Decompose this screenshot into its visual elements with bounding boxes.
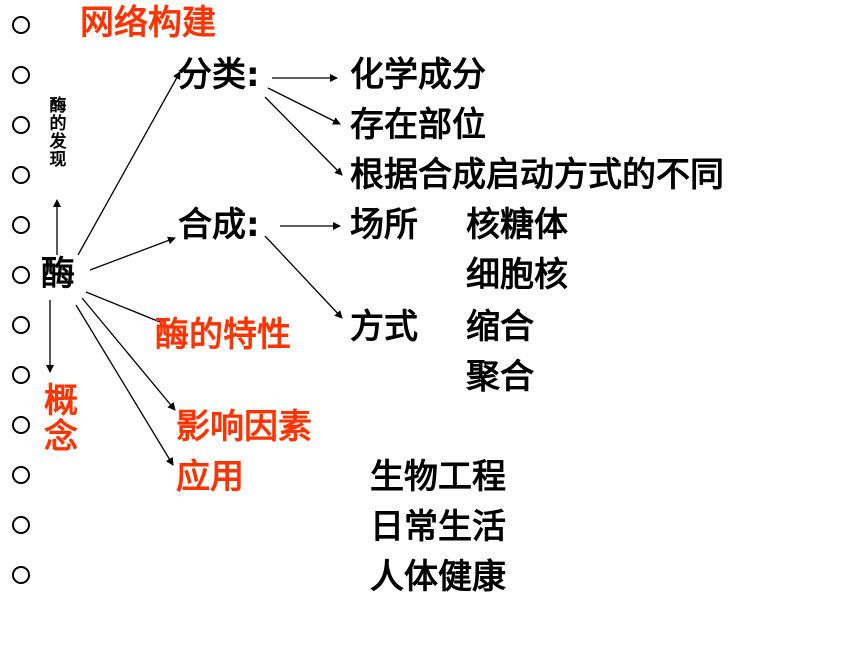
branch-classification: 分类: — [178, 55, 260, 95]
bullet — [12, 416, 30, 434]
concept-char: 念 — [44, 416, 78, 457]
bullet — [12, 166, 30, 184]
discovery-label: 酶 的 发 现 — [48, 96, 68, 170]
bullet — [12, 66, 30, 84]
bullet — [12, 366, 30, 384]
discovery-char: 酶 — [49, 96, 67, 116]
classification-item: 化学成分 — [350, 55, 486, 95]
branch-application: 应用 — [176, 457, 244, 497]
arrow-to-location — [267, 87, 341, 125]
classification-item: 存在部位 — [350, 105, 486, 145]
application-item: 人体健康 — [370, 557, 506, 597]
center-node: 酶 — [41, 254, 75, 294]
arrow-to-classification — [77, 71, 181, 256]
page-title: 网络构建 — [80, 3, 216, 43]
bullet — [12, 566, 30, 584]
arrow-to-startup — [264, 96, 343, 176]
synthesis-site-label: 场所 — [350, 205, 418, 245]
branch-synthesis: 合成: — [178, 205, 260, 245]
branch-factors: 影响因素 — [176, 407, 312, 447]
discovery-char: 的 — [49, 113, 67, 134]
concept-char: 概 — [44, 381, 78, 421]
bullet — [12, 216, 30, 234]
arrow-to-factors — [81, 297, 176, 411]
synthesis-site: 核糖体 — [466, 205, 568, 245]
branch-properties: 酶的特性 — [155, 315, 291, 355]
discovery-char: 现 — [49, 149, 67, 170]
classification-item: 根据合成启动方式的不同 — [350, 155, 724, 195]
synthesis-method: 聚合 — [466, 357, 534, 397]
arrow-to-synthesis — [89, 236, 176, 271]
synthesis-method: 缩合 — [466, 307, 534, 347]
bullet — [12, 516, 30, 534]
concept-label: 概 念 — [43, 381, 79, 457]
application-item: 生物工程 — [370, 457, 506, 497]
bullet — [12, 316, 30, 334]
bullet — [12, 466, 30, 484]
arrow-to-method — [264, 235, 343, 319]
synthesis-method-label: 方式 — [350, 307, 418, 347]
application-item: 日常生活 — [370, 507, 506, 547]
discovery-char: 发 — [49, 131, 67, 152]
synthesis-site: 细胞核 — [466, 255, 568, 295]
bullet — [12, 116, 30, 134]
line-to-properties — [85, 291, 161, 323]
bullet — [12, 16, 30, 34]
bullet — [12, 266, 30, 284]
arrow-to-application — [75, 304, 174, 466]
